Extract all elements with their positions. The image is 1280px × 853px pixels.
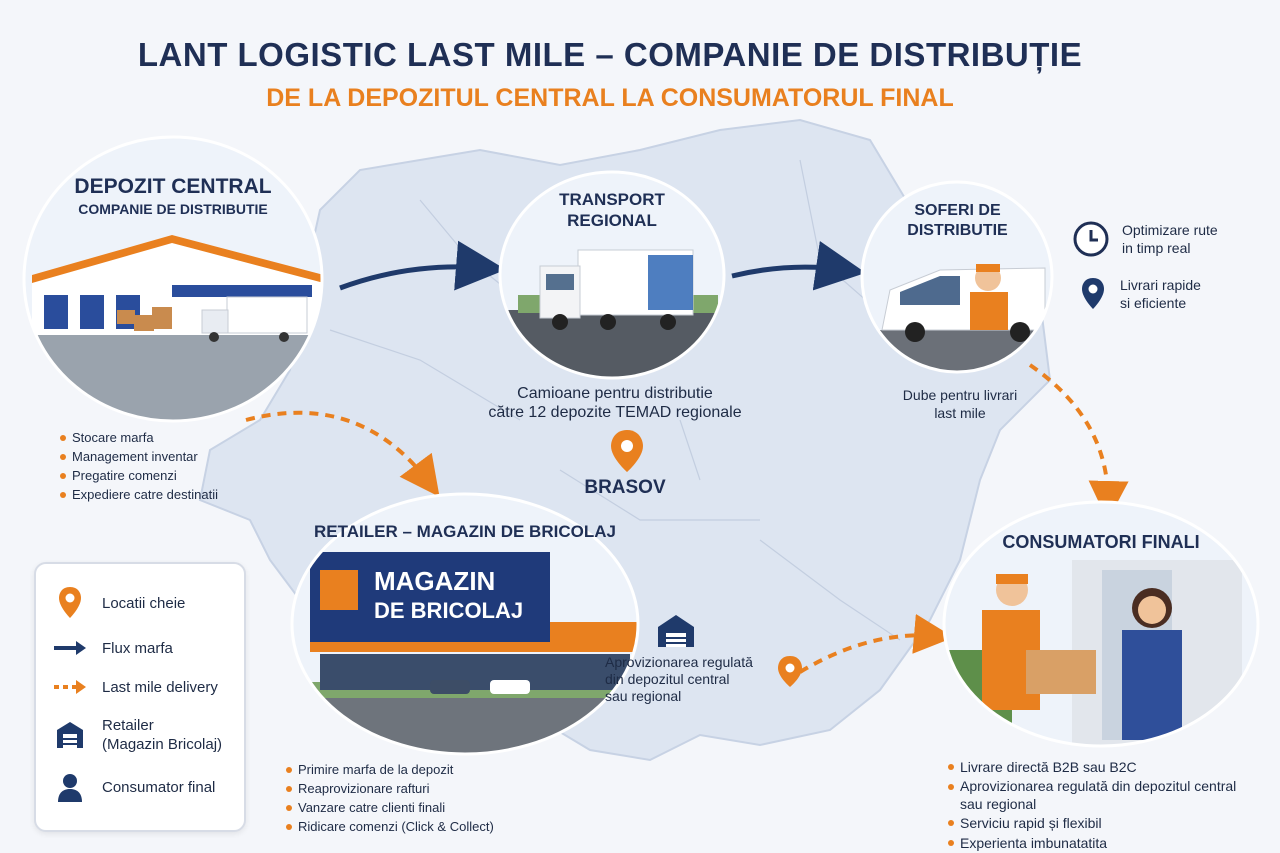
- delivery-illustration: [942, 500, 1260, 748]
- consumers-title: CONSUMATORI FINALI: [1002, 532, 1200, 552]
- last-mile-arrow-drivers-consumers: [1028, 363, 1129, 521]
- side-note-line: si eficiente: [1120, 295, 1187, 311]
- legend-label: Consumator final: [102, 778, 216, 796]
- warehouse-icon: [658, 615, 694, 647]
- supply-note-line: Aprovizionarea regulată: [605, 654, 753, 670]
- last-mile-arrow-retailer-consumers: [798, 613, 954, 674]
- legend-label: Last mile delivery: [102, 678, 218, 696]
- depot-bullets: Stocare marfa Management inventar Pregat…: [58, 428, 258, 504]
- legend-item-flow: Flux marfa: [50, 638, 173, 658]
- side-note-text: Optimizare rute in timp real: [1122, 221, 1218, 257]
- page-title: LANT LOGISTIC LAST MILE – COMPANIE DE DI…: [137, 36, 1083, 73]
- list-item: Management inventar: [58, 447, 258, 466]
- store-illustration: [290, 492, 640, 756]
- van-illustration: [860, 180, 1054, 374]
- location-pin-icon: [778, 656, 802, 687]
- depot-title: DEPOZIT CENTRAL: [74, 175, 272, 198]
- transport-title-line2: REGIONAL: [567, 211, 657, 230]
- consumers-bullets: Livrare directă B2B sau B2C Aprovizionar…: [946, 757, 1246, 853]
- list-item: Experienta imbunatatita: [946, 833, 1246, 853]
- caption-line: last mile: [934, 405, 986, 421]
- legend-label: Retailer (Magazin Bricolaj): [102, 716, 222, 754]
- list-item: Aprovizionarea regulată din depozitul ce…: [946, 777, 1246, 813]
- side-note-line: Optimizare rute: [1122, 222, 1218, 238]
- supply-note-line: din depozitul central: [605, 671, 730, 687]
- clock-icon: [1073, 221, 1109, 257]
- flow-arrow-transport-drivers: [731, 241, 866, 291]
- legend-label-line: Retailer: [102, 717, 154, 734]
- person-icon: [50, 772, 90, 802]
- store-icon: [50, 720, 90, 750]
- legend-label: Locatii cheie: [102, 594, 186, 612]
- retailer-title: RETAILER – MAGAZIN DE BRICOLAJ: [314, 522, 616, 541]
- list-item: Pregatire comenzi: [58, 466, 258, 485]
- transport-node: TRANSPORT REGIONAL: [498, 170, 726, 380]
- drivers-title-line2: DISTRIBUTIE: [907, 222, 1008, 239]
- legend-item-locations: Locatii cheie: [50, 586, 185, 620]
- retailer-bullets: Primire marfa de la depozit Reaprovizion…: [284, 760, 544, 836]
- location-pin-icon: [50, 586, 90, 620]
- caption-line: Camioane pentru distributie: [517, 385, 713, 402]
- page-subtitle: DE LA DEPOZITUL CENTRAL LA CONSUMATORUL …: [266, 84, 954, 112]
- list-item: Vanzare catre clienti finali: [284, 798, 544, 817]
- flow-arrow-depot-transport: [339, 240, 506, 291]
- list-item: Stocare marfa: [58, 428, 258, 447]
- warehouse-illustration: [22, 135, 324, 423]
- supply-note: Aprovizionarea regulată din depozitul ce…: [605, 654, 785, 705]
- location-pin-icon: [1082, 278, 1104, 309]
- list-item: Livrare directă B2B sau B2C: [946, 757, 1246, 777]
- list-item: Expediere catre destinatii: [58, 485, 258, 504]
- side-note-route-optimization: Optimizare rute in timp real: [1072, 220, 1218, 258]
- side-note-text: Livrari rapide si eficiente: [1120, 276, 1201, 312]
- legend-item-last-mile: Last mile delivery: [50, 677, 218, 697]
- arrow-right-icon: [50, 638, 90, 658]
- store-sign-line1: MAGAZIN: [374, 566, 496, 596]
- list-item: Ridicare comenzi (Click & Collect): [284, 817, 544, 836]
- dashed-arrow-icon: [50, 677, 90, 697]
- caption-line: Dube pentru livrari: [902, 387, 1018, 403]
- depot-node: DEPOZIT CENTRAL COMPANIE DE DISTRIBUTIE: [22, 135, 324, 423]
- list-item: Primire marfa de la depozit: [284, 760, 544, 779]
- truck-illustration: [498, 170, 726, 380]
- caption-line: către 12 depozite TEMAD regionale: [488, 404, 742, 421]
- legend-item-consumer: Consumator final: [50, 772, 215, 802]
- legend-item-retailer: Retailer (Magazin Bricolaj): [50, 716, 222, 754]
- legend-label-line: (Magazin Bricolaj): [102, 736, 223, 753]
- retailer-node: RETAILER – MAGAZIN DE BRICOLAJ MAGAZIN D…: [290, 492, 640, 757]
- transport-title-line1: TRANSPORT: [559, 190, 665, 209]
- depot-subtitle: COMPANIE DE DISTRIBUTIE: [78, 201, 268, 217]
- legend: Locatii cheie Flux marfa Last mile deliv…: [34, 562, 246, 832]
- drivers-caption: Dube pentru livrari last mile: [880, 386, 1040, 422]
- transport-caption: Camioane pentru distributie către 12 dep…: [470, 384, 760, 422]
- side-note-line: Livrari rapide: [1120, 277, 1201, 293]
- store-sign-line2: DE BRICOLAJ: [374, 598, 524, 623]
- drivers-title-line1: SOFERI DE: [914, 202, 1001, 219]
- drivers-node: SOFERI DE DISTRIBUTIE: [860, 180, 1055, 375]
- side-note-line: in timp real: [1122, 240, 1191, 256]
- last-mile-arrow-depot-retailer: [245, 410, 440, 497]
- city-label: BRASOV: [584, 477, 666, 498]
- list-item: Serviciu rapid și flexibil: [946, 813, 1246, 833]
- legend-label: Flux marfa: [102, 639, 173, 657]
- list-item: Reaprovizionare rafturi: [284, 779, 544, 798]
- location-pin-icon: [611, 430, 643, 472]
- side-note-fast-delivery: Livrari rapide si eficiente: [1080, 276, 1201, 312]
- supply-note-line: sau regional: [605, 688, 682, 704]
- consumers-node: CONSUMATORI FINALI: [942, 500, 1260, 748]
